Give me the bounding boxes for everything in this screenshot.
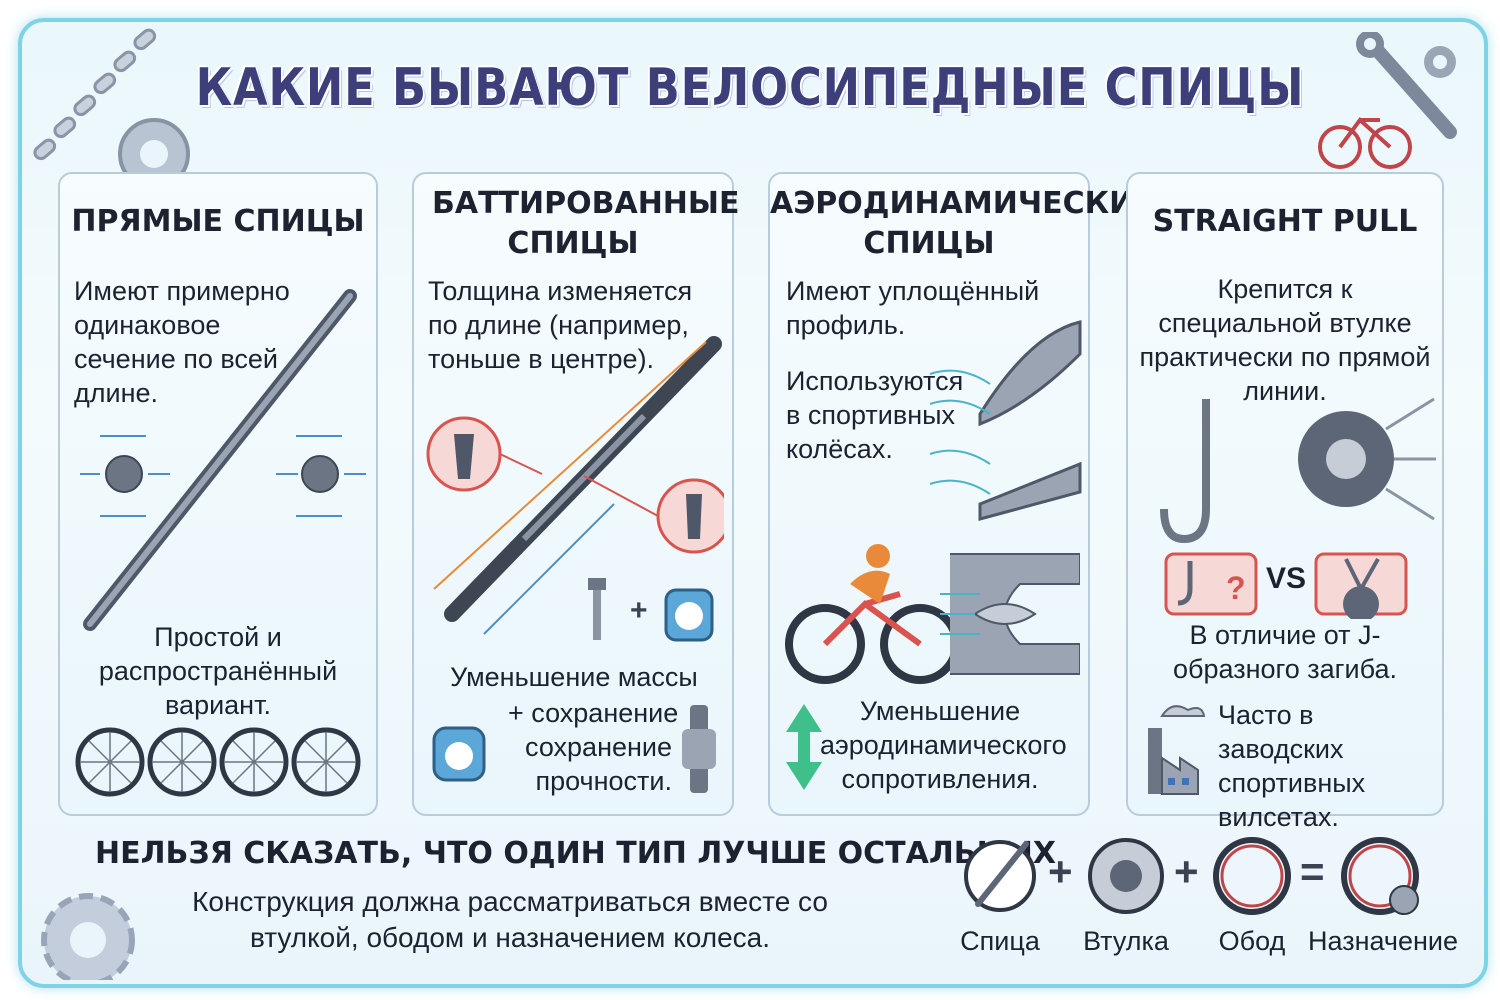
weight-icon: [432, 726, 486, 782]
panel-note: Простой и распространённый вариант.: [98, 622, 338, 720]
panel-title: АЭРОДИНАМИЧЕСКИЕ СПИЦЫ: [770, 186, 1155, 261]
panel-description: Имеют уплощённый профиль.: [786, 276, 1040, 340]
plus-sign: +: [1048, 848, 1073, 895]
straight-spoke-icon: [80, 289, 366, 631]
hub-equation-icon: [1088, 838, 1164, 914]
equals-sign: =: [1300, 848, 1325, 895]
equation-label-hub: Втулка: [1083, 926, 1169, 956]
conclusion-text: Конструкция должна рассматриваться вмест…: [192, 886, 828, 953]
panel-description: Имеют примерно одинаковое сечение по все…: [74, 276, 290, 408]
benefit-mass: Уменьшение массы: [450, 662, 698, 692]
equation-label-purpose: Назначение: [1308, 926, 1459, 956]
spoke-equation-icon: [964, 840, 1036, 912]
bolt-plus-weight-icon: +: [588, 578, 714, 642]
panel-title: STRAIGHT PULL: [1152, 204, 1418, 239]
flat-profile-icon: [929, 320, 1082, 521]
purpose-equation-icon: [1341, 837, 1419, 915]
benefit-strength: сохранение прочности.: [525, 732, 672, 796]
panel-title: ПРЯМЫЕ СПИЦЫ: [71, 204, 365, 239]
panel-aero-spokes: АЭРОДИНАМИЧЕСКИЕ СПИЦЫ Имеют уплощённый …: [768, 172, 1155, 816]
vs-label: VS: [1266, 562, 1307, 595]
panel-usage: Часто в заводских спортивных вилсетах.: [1218, 700, 1366, 832]
panel-title: БАТТИРОВАННЫЕ СПИЦЫ: [432, 186, 740, 261]
panel-description: Крепится к специальной втулке практическ…: [1139, 274, 1431, 406]
wheels-icon: [75, 727, 361, 797]
cyclist-aero-icon: [785, 544, 1080, 684]
panel-straight-pull: STRAIGHT PULL Крепится к специальной вту…: [1126, 172, 1444, 832]
panel-butted-spokes: БАТТИРОВАННЫЕ СПИЦЫ Толщина изменяется п…: [412, 172, 740, 816]
plus-sign: +: [1174, 848, 1199, 895]
gear-decoration-icon: [41, 893, 135, 980]
wrench-bike-decoration-icon: [1318, 32, 1457, 169]
j-bend-vs-straight-icon: ?: [1160, 397, 1436, 619]
panel-description: Толщина изменяется по длине (например, т…: [428, 276, 693, 374]
svg-text:+: +: [630, 594, 648, 627]
panel-straight-spokes: ПРЯМЫЕ СПИЦЫ Имеют примерно одинаковое с…: [58, 172, 378, 816]
panel-usage: Используются в спортивных колёсах.: [786, 366, 964, 464]
conclusion-heading: НЕЛЬЗЯ СКАЗАТЬ, ЧТО ОДИН ТИП ЛУЧШЕ ОСТАЛ…: [95, 836, 1056, 871]
chain-gear-decoration-icon: [33, 28, 190, 184]
up-down-arrow-icon: [786, 704, 822, 790]
butted-spoke-icon: [426, 336, 724, 635]
rim-equation-icon: [1213, 837, 1291, 915]
panel-benefit: Уменьшение аэродинамического сопротивлен…: [820, 696, 1067, 794]
svg-text:?: ?: [1226, 570, 1246, 606]
equation-label-rim: Обод: [1218, 926, 1286, 956]
panel-comparison: В отличие от J-образного загиба.: [1173, 620, 1397, 684]
page-title: КАКИЕ БЫВАЮТ ВЕЛОСИПЕДНЫЕ СПИЦЫ: [195, 58, 1305, 118]
factory-icon: [1148, 705, 1206, 795]
hub-icon: [682, 705, 716, 793]
equation-label-spoke: Спица: [960, 926, 1040, 956]
benefit-preserve: + сохранение: [508, 698, 679, 728]
